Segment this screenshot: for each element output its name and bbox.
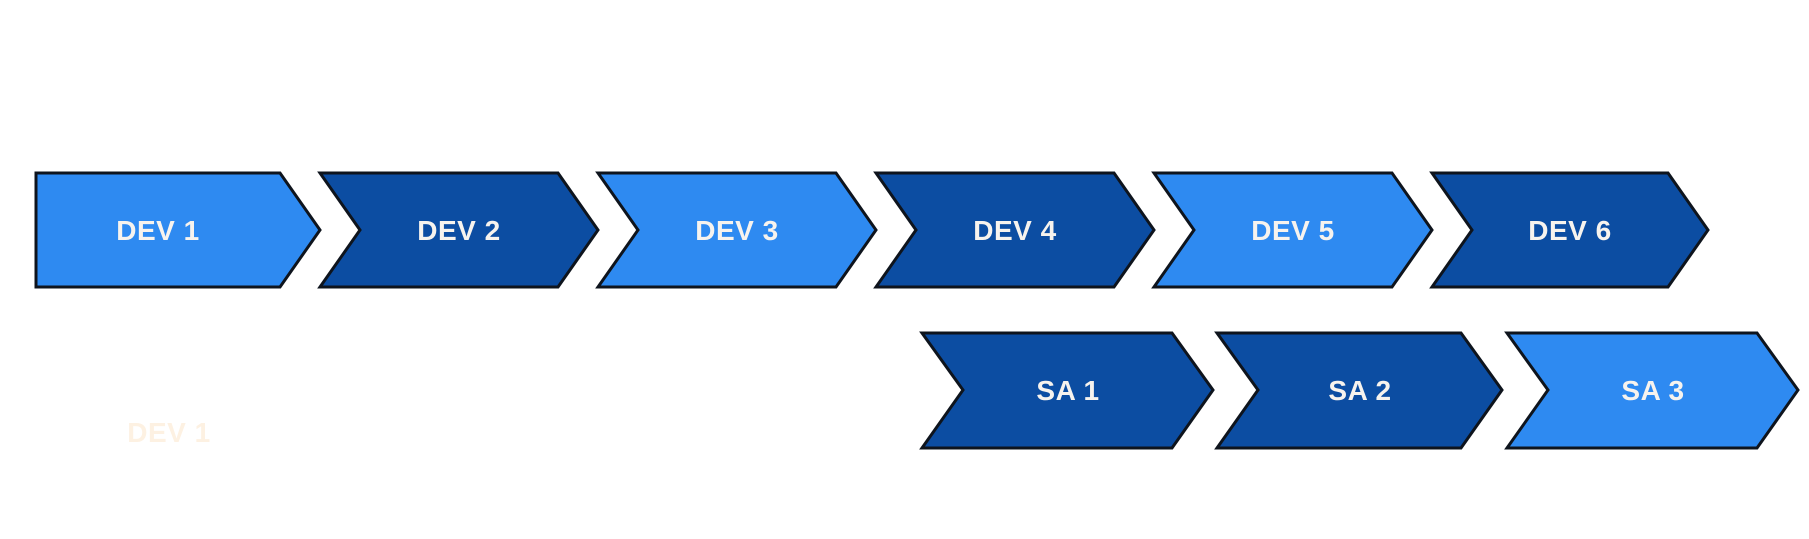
chevron-dev-6-shape[interactable] — [1429, 171, 1710, 289]
ghost-dev-1-label: DEV 1 — [127, 417, 210, 448]
chevron-sa-3-shape[interactable] — [1504, 331, 1800, 450]
chevron-dev-6[interactable]: DEV 6 — [1429, 171, 1710, 289]
chevron-dev-1-label: DEV 1 — [116, 215, 199, 246]
chevron-dev-3-label: DEV 3 — [695, 215, 778, 246]
chevron-sa-1-shape[interactable] — [919, 331, 1215, 450]
chevron-sa-2-shape[interactable] — [1214, 331, 1504, 450]
chevron-dev-4[interactable]: DEV 4 — [873, 171, 1156, 289]
chevron-sa-1[interactable]: SA 1 — [919, 331, 1215, 450]
chevron-sa-1-label: SA 1 — [1036, 375, 1099, 406]
chevron-dev-5[interactable]: DEV 5 — [1151, 171, 1434, 289]
chevron-dev-3-shape[interactable] — [595, 171, 878, 289]
chevron-dev-2[interactable]: DEV 2 — [317, 171, 600, 289]
chevron-dev-3[interactable]: DEV 3 — [595, 171, 878, 289]
chevron-sa-3-label: SA 3 — [1621, 375, 1684, 406]
chevron-dev-6-label: DEV 6 — [1528, 215, 1611, 246]
chevron-dev-1[interactable]: DEV 1 — [34, 171, 322, 289]
chevron-sa-3[interactable]: SA 3 — [1504, 331, 1800, 450]
chevron-dev-2-label: DEV 2 — [417, 215, 500, 246]
chevron-dev-4-label: DEV 4 — [973, 215, 1056, 246]
chevron-dev-4-shape[interactable] — [873, 171, 1156, 289]
chevron-dev-1-shape[interactable] — [34, 171, 322, 289]
chevron-dev-2-shape[interactable] — [317, 171, 600, 289]
chevron-sa-2-label: SA 2 — [1328, 375, 1391, 406]
chevron-sa-2[interactable]: SA 2 — [1214, 331, 1504, 450]
chevron-dev-5-shape[interactable] — [1151, 171, 1434, 289]
chevron-dev-5-label: DEV 5 — [1251, 215, 1334, 246]
